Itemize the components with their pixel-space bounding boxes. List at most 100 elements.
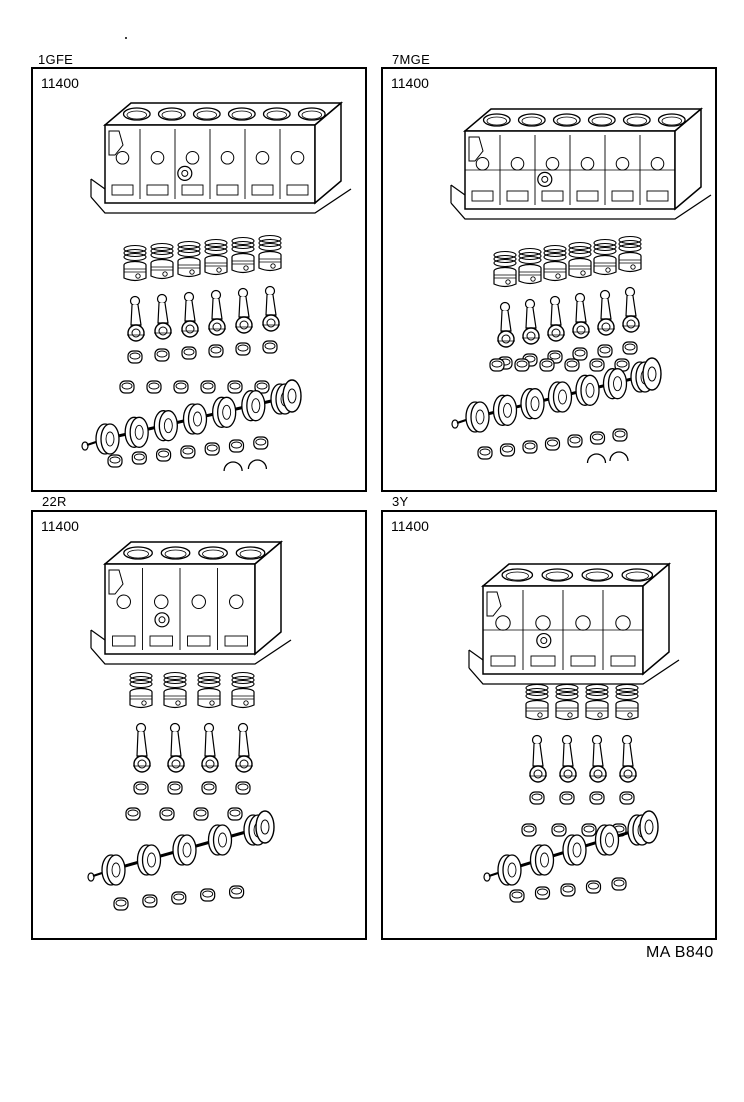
panel-22r: 11400 xyxy=(31,510,367,940)
bearing-shell xyxy=(142,894,158,908)
bearing-shell xyxy=(113,897,129,911)
bearing-shell xyxy=(235,342,251,356)
bearing-shell xyxy=(171,891,187,905)
connecting-rod xyxy=(529,734,547,783)
piston xyxy=(177,256,201,278)
connecting-rod xyxy=(235,287,253,334)
piston-ring-set xyxy=(543,244,567,262)
bearing-shell xyxy=(539,358,555,372)
bearing-shell xyxy=(181,346,197,360)
piston xyxy=(163,687,187,709)
crankshaft xyxy=(483,810,659,886)
crankshaft xyxy=(451,357,662,433)
bearing-shell xyxy=(611,877,627,891)
connecting-rod xyxy=(619,734,637,783)
panel-3y: 11400 xyxy=(381,510,717,940)
connecting-rod xyxy=(154,293,172,340)
connecting-rod xyxy=(522,298,540,345)
connecting-rod xyxy=(208,289,226,336)
bearing-shell xyxy=(228,439,245,453)
bearing-shell xyxy=(229,885,245,899)
bearing-shell xyxy=(125,807,141,821)
connecting-rod xyxy=(133,722,151,773)
bearing-shell xyxy=(597,344,613,358)
panel-7mge: 11400 xyxy=(381,67,717,492)
cylinder-block xyxy=(450,107,712,220)
piston-ring-set xyxy=(129,671,153,689)
bearing-shell xyxy=(154,348,170,362)
engine-block-drawing-1gfe xyxy=(81,101,352,472)
connecting-rod xyxy=(235,722,253,773)
thrust-washer xyxy=(223,459,268,472)
bearing-shell xyxy=(131,451,147,465)
bearing-shell xyxy=(477,446,493,460)
piston-ring-set xyxy=(177,240,201,258)
crankshaft xyxy=(87,810,275,886)
connecting-rod xyxy=(127,295,145,342)
piston xyxy=(197,687,221,709)
piston-ring-set xyxy=(615,683,639,701)
connecting-rod xyxy=(559,734,577,783)
bearing-shell xyxy=(514,358,530,372)
reference-code: MA B840 xyxy=(646,944,714,961)
piston-ring-set xyxy=(150,242,174,260)
bearing-shell xyxy=(521,823,537,837)
connecting-rod xyxy=(597,289,615,336)
piston xyxy=(258,250,282,272)
piston xyxy=(593,254,617,276)
piston xyxy=(123,260,147,282)
piston xyxy=(555,699,579,721)
piston xyxy=(231,687,255,709)
bearing-shell xyxy=(127,350,143,364)
piston-ring-set xyxy=(493,250,517,268)
piston xyxy=(129,687,153,709)
connecting-rod xyxy=(181,291,199,338)
bearing-shell xyxy=(200,888,216,902)
bearing-shell xyxy=(227,380,243,394)
bearing-shell xyxy=(529,791,545,805)
piston xyxy=(493,266,517,288)
scan-speck xyxy=(125,37,127,39)
bearing-shell xyxy=(581,823,597,837)
bearing-shell xyxy=(551,823,567,837)
bearing-shell xyxy=(622,341,638,355)
piston-ring-set xyxy=(568,241,592,259)
piston-ring-set xyxy=(197,671,221,689)
piston xyxy=(568,257,592,279)
crankshaft xyxy=(81,379,302,455)
bearing-shell xyxy=(572,347,588,361)
bearing-shell xyxy=(544,437,561,451)
bearing-shell xyxy=(201,781,217,795)
bearing-shell xyxy=(204,442,220,456)
bearing-shell xyxy=(167,781,183,795)
piston xyxy=(585,699,609,721)
bearing-shell xyxy=(589,791,605,805)
panel-1gfe: 11400 xyxy=(31,67,367,492)
bearing-shell xyxy=(585,880,602,894)
bearing-shell xyxy=(254,380,270,394)
bearing-shell xyxy=(534,886,551,900)
bearing-shell xyxy=(146,380,162,394)
connecting-rod xyxy=(201,722,219,773)
bearing-shell xyxy=(159,807,175,821)
bearing-shell xyxy=(227,807,243,821)
connecting-rod xyxy=(622,286,640,333)
piston xyxy=(150,258,174,280)
engine-block-drawing-3y xyxy=(468,562,680,903)
piston-ring-set xyxy=(518,247,542,265)
piston-ring-set xyxy=(585,683,609,701)
piston xyxy=(618,251,642,273)
connecting-rod xyxy=(547,295,565,342)
bearing-shell xyxy=(564,358,580,372)
bearing-shell xyxy=(119,380,135,394)
part-number-7mge: 11400 xyxy=(391,75,429,91)
bearing-shell xyxy=(567,434,583,448)
connecting-rod xyxy=(262,285,280,332)
engine-block-drawing-22r xyxy=(87,540,292,911)
thrust-washer xyxy=(586,451,629,464)
bearing-shell xyxy=(107,454,123,468)
bearing-shell xyxy=(522,440,538,454)
bearing-shell xyxy=(589,358,605,372)
connecting-rod xyxy=(497,301,515,348)
piston xyxy=(204,254,228,276)
